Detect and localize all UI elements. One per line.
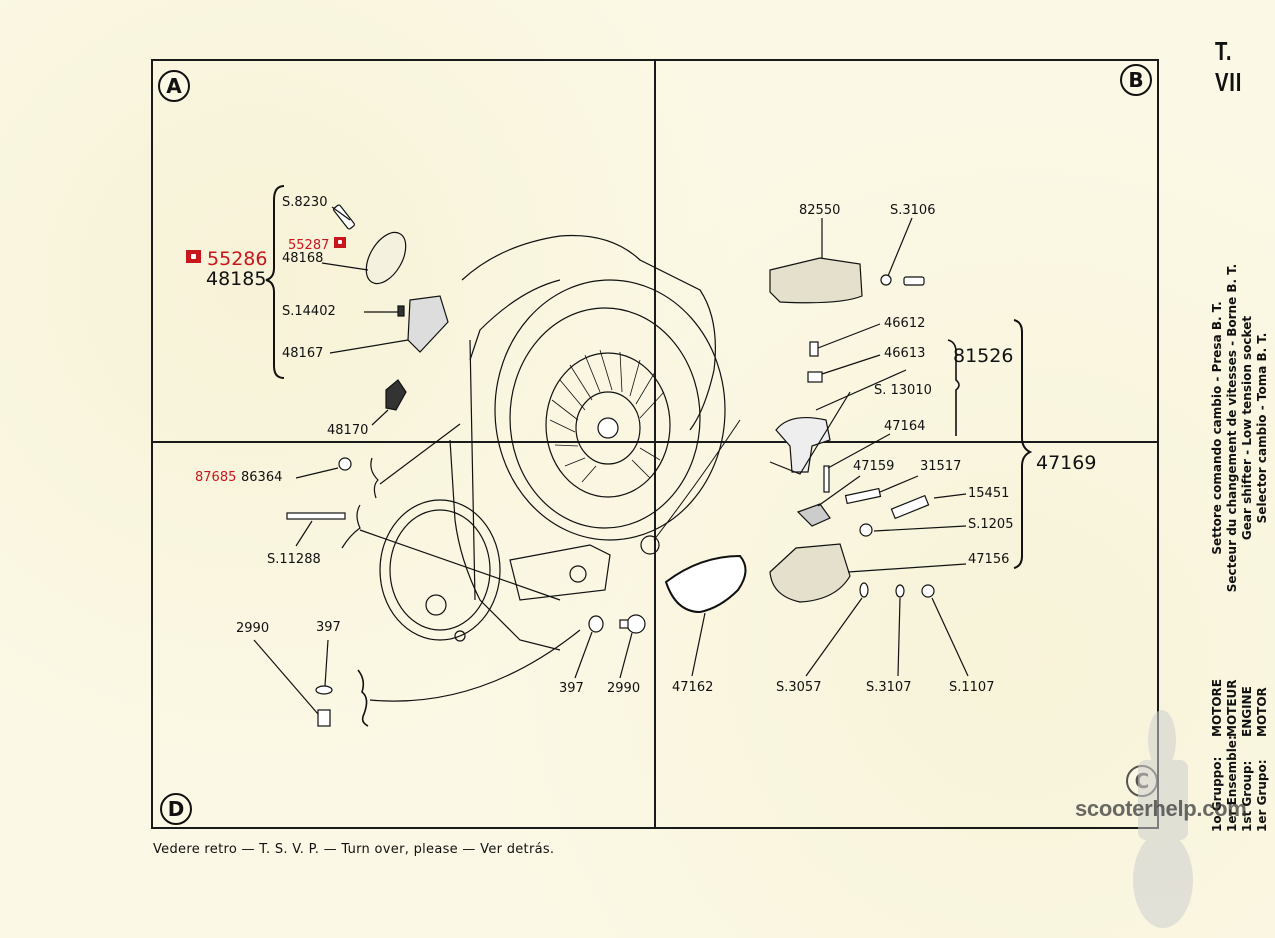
label-s1205: S.1205 xyxy=(968,517,1014,532)
label-47156: 47156 xyxy=(968,552,1010,567)
stud-s11288-icon xyxy=(286,512,346,547)
pin-47164-icon xyxy=(823,433,891,493)
label-s3106: S.3106 xyxy=(890,203,936,218)
label-2990-center: 2990 xyxy=(607,681,641,696)
label-48168: 48168 xyxy=(282,251,324,266)
cap-48170-icon xyxy=(371,379,407,426)
washer-s3107-icon xyxy=(895,584,905,677)
label-46612: 46612 xyxy=(884,316,926,331)
label-47164: 47164 xyxy=(884,419,926,434)
label-31517: 31517 xyxy=(920,459,962,474)
label-s8230: S.8230 xyxy=(282,195,328,210)
screw-s14402-icon xyxy=(364,305,405,317)
group-line-es: 1er Grupo:MOTOR xyxy=(1255,687,1269,832)
label-s14402: S.14402 xyxy=(282,304,336,319)
label-55286-text: 55286 xyxy=(207,248,268,270)
label-assembly-48185: 48185 xyxy=(206,268,267,290)
washer-s3106-icon xyxy=(880,217,925,286)
washer-s3057-icon xyxy=(805,582,869,677)
label-s1107: S.1107 xyxy=(949,680,995,695)
label-2990-left: 2990 xyxy=(236,621,270,636)
watermark-text: scooterhelp.com xyxy=(1075,796,1247,821)
label-55287: 55287 xyxy=(288,237,346,252)
nut-s1107-icon xyxy=(921,584,969,677)
quadrant-marker-a: A xyxy=(158,70,190,102)
quadrant-marker-d: D xyxy=(160,793,192,825)
section-title-line-fr: Secteur du changement de vitesses - Born… xyxy=(1225,263,1239,593)
pin-46612-icon xyxy=(809,323,881,357)
label-s13010: S. 13010 xyxy=(874,383,932,398)
label-47162: 47162 xyxy=(672,680,714,695)
nut-46613-icon xyxy=(807,354,881,383)
spring-31517-icon xyxy=(844,475,919,505)
engine-housing xyxy=(379,234,726,651)
bolt-s8230-icon xyxy=(331,204,355,230)
label-55287-text: 55287 xyxy=(288,238,330,253)
socket-48167-icon xyxy=(329,295,449,354)
label-397-left: 397 xyxy=(316,620,341,635)
footer-note: Vedere retro — T. S. V. P. — Turn over, … xyxy=(153,842,555,857)
bolt-2990-left-icon xyxy=(253,639,331,727)
housing-47156-icon xyxy=(769,543,967,603)
quadrant-marker-b: B xyxy=(1120,64,1152,96)
label-82550: 82550 xyxy=(799,203,841,218)
label-47159: 47159 xyxy=(853,459,895,474)
new-part-marker-icon xyxy=(333,237,346,248)
label-48170: 48170 xyxy=(327,423,369,438)
cap-48168-icon xyxy=(321,231,407,285)
table-id: T. VII xyxy=(1215,36,1243,97)
selector-81526-icon xyxy=(775,417,831,473)
section-title-line-es: Selector cambio - Toma B. T. xyxy=(1255,332,1269,524)
quadrant-divider-vertical xyxy=(654,59,656,829)
section-title-line-it: Settore comando cambio - Presa B. T. xyxy=(1210,301,1224,555)
washer-397-center-icon xyxy=(574,615,604,679)
screw-15451-icon xyxy=(890,493,967,520)
label-87685: 87685 xyxy=(195,470,237,485)
label-s3057: S.3057 xyxy=(776,680,822,695)
label-assembly-47169: 47169 xyxy=(1036,452,1097,474)
label-46613: 46613 xyxy=(884,346,926,361)
label-397-center: 397 xyxy=(559,681,584,696)
bolt-2990-center-icon xyxy=(619,614,646,679)
quadrant-divider-horizontal xyxy=(151,441,1159,443)
label-86364: 86364 xyxy=(241,470,283,485)
label-assembly-55286: 55286 xyxy=(186,250,268,269)
brace-48185 xyxy=(265,185,285,379)
label-s11288: S.11288 xyxy=(267,552,321,567)
nut-86364-icon xyxy=(295,457,352,479)
section-title: Settore comando cambio - Presa B. T. Sec… xyxy=(1210,258,1270,598)
label-15451: 15451 xyxy=(968,486,1010,501)
label-assembly-81526: 81526 xyxy=(953,345,1014,367)
label-48167: 48167 xyxy=(282,346,324,361)
new-part-marker-icon xyxy=(186,250,201,263)
cover-82550-icon xyxy=(769,218,863,304)
lever-47159-icon xyxy=(796,475,861,527)
section-title-line-en: Gear shifter - Low tension socket xyxy=(1240,315,1254,541)
nut-s1205-icon xyxy=(859,523,967,537)
gasket-47162-icon xyxy=(664,554,747,677)
label-s3107: S.3107 xyxy=(866,680,912,695)
washer-397-left-icon xyxy=(315,639,333,695)
